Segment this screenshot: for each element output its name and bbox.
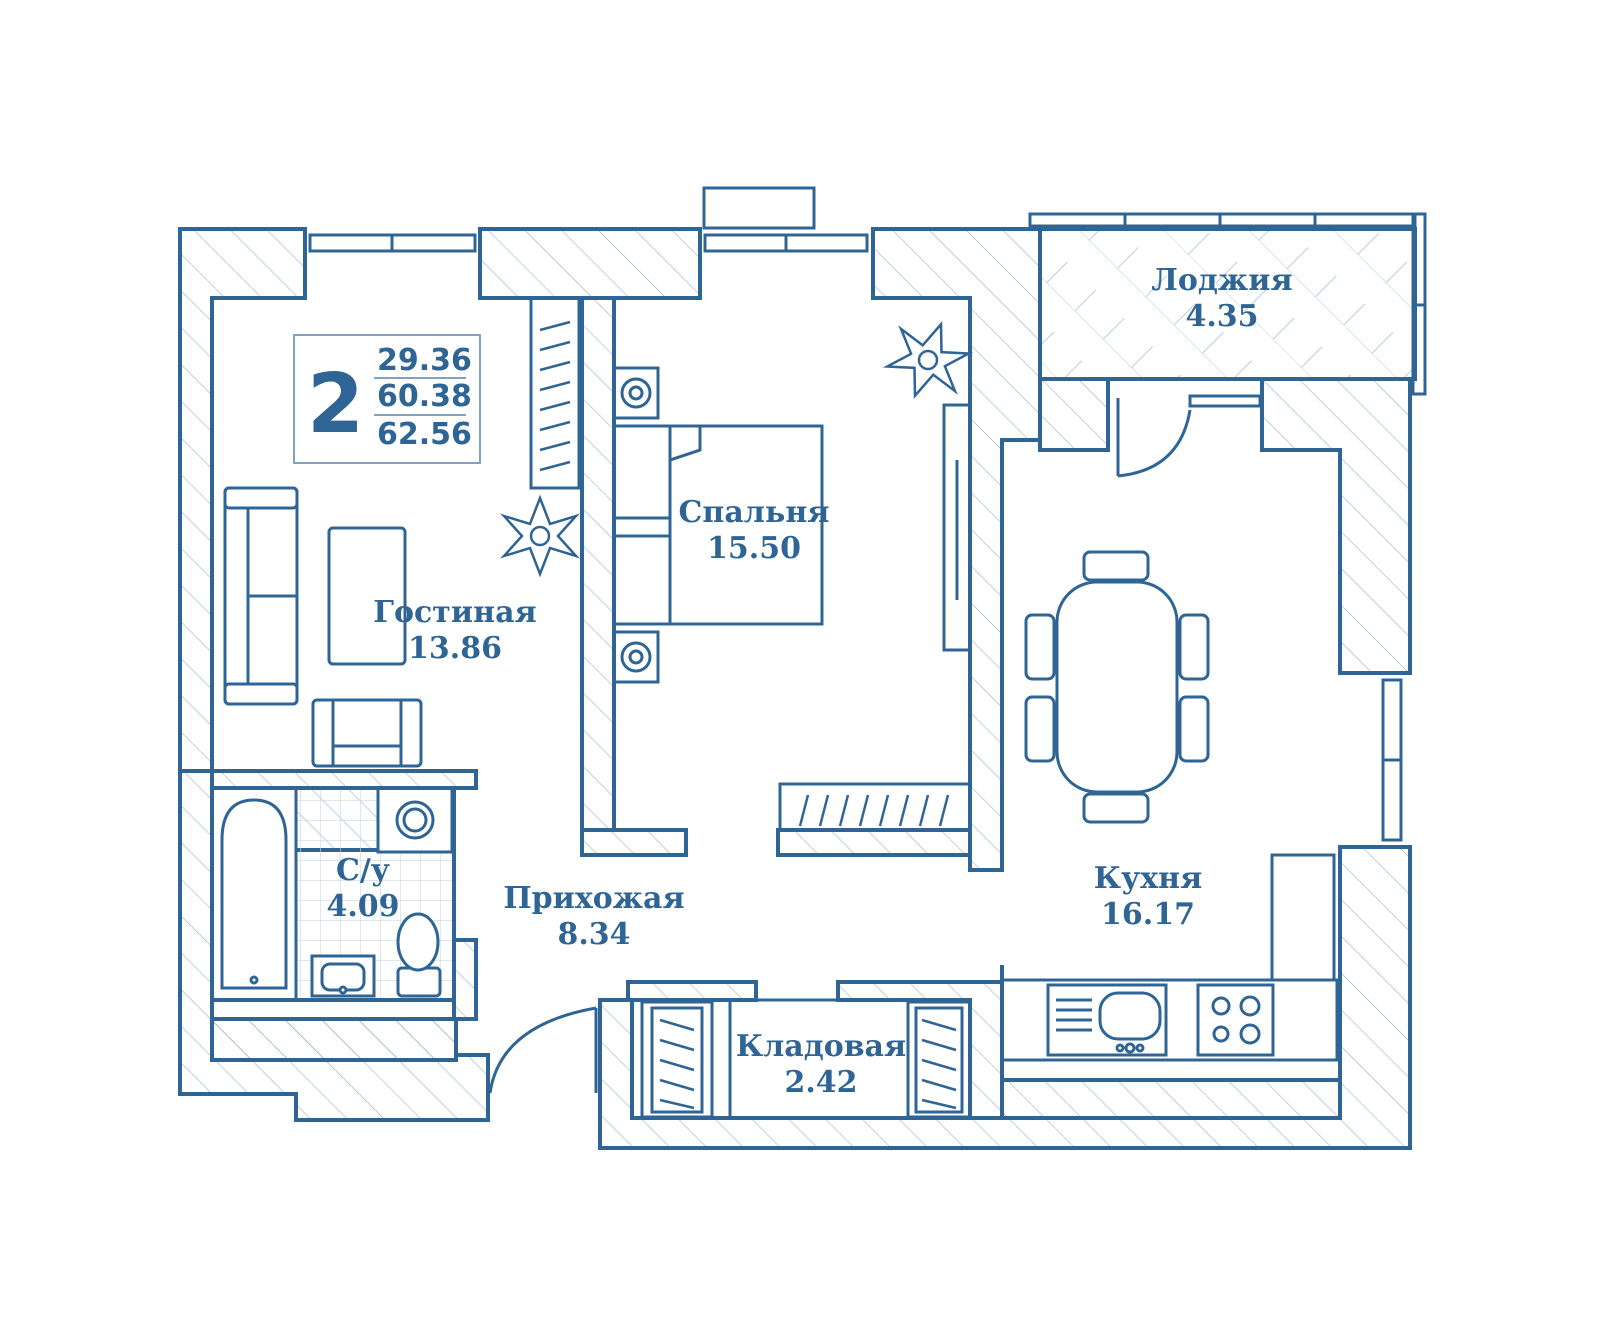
wall-partition-living-bedroom bbox=[580, 296, 616, 832]
room-name-living: Гостиная bbox=[373, 595, 536, 630]
storage-furniture bbox=[640, 998, 972, 1120]
stove-icon bbox=[1196, 983, 1275, 1057]
badge-total-area: 60.38 bbox=[377, 379, 472, 414]
room-area-hallway: 8.34 bbox=[557, 917, 630, 952]
wall-storage-top-left bbox=[626, 980, 758, 1002]
sofa-icon bbox=[223, 486, 299, 706]
bathroom bbox=[210, 786, 456, 1002]
room-area-bathroom: 4.09 bbox=[326, 889, 399, 924]
sink-icon bbox=[1046, 983, 1168, 1057]
badge-rooms: 2 bbox=[307, 357, 364, 452]
badge-area-with-loggia: 62.56 bbox=[377, 417, 472, 452]
doors bbox=[488, 398, 1192, 1094]
wall-bath-right bbox=[452, 938, 478, 1021]
room-area-bedroom: 15.50 bbox=[707, 531, 801, 566]
chair-icon bbox=[1024, 695, 1056, 763]
chair-icon bbox=[1082, 792, 1150, 824]
room-area-living: 13.86 bbox=[408, 631, 502, 666]
chair-icon bbox=[1024, 613, 1056, 681]
wall-top-center bbox=[478, 227, 702, 300]
door-icon bbox=[1117, 409, 1192, 478]
chair-icon bbox=[1082, 550, 1150, 582]
plant-icon bbox=[500, 494, 580, 578]
windows bbox=[308, 186, 1403, 842]
bathtub-icon bbox=[210, 786, 298, 1002]
apartment-badge: 2 29.36 60.38 62.56 bbox=[293, 334, 481, 464]
wall-bedroom-bottom-right bbox=[776, 828, 972, 857]
nightstand-icon bbox=[612, 630, 660, 684]
chimney bbox=[702, 186, 816, 230]
room-area-storage: 2.42 bbox=[784, 1065, 857, 1100]
room-name-hallway: Прихожая bbox=[503, 881, 684, 916]
table-icon bbox=[327, 526, 407, 666]
washing-machine-icon bbox=[376, 786, 454, 854]
room-area-kitchen: 16.17 bbox=[1101, 897, 1195, 932]
wardrobe-icon bbox=[529, 296, 581, 490]
chair-icon bbox=[1178, 613, 1210, 681]
room-area-loggia: 4.35 bbox=[1185, 299, 1258, 334]
wall-right-upper bbox=[1260, 377, 1412, 675]
table-icon bbox=[1055, 580, 1179, 794]
room-name-loggia: Лоджия bbox=[1151, 263, 1292, 298]
wall-living-bottom-bar bbox=[210, 1017, 458, 1062]
room-labels: Гостиная 13.86 Спальня 15.50 Лоджия 4.35… bbox=[326, 263, 1292, 1100]
bed-icon bbox=[612, 424, 824, 626]
window-icon bbox=[1028, 212, 1417, 228]
nightstand-icon bbox=[612, 366, 660, 420]
loggia bbox=[1028, 212, 1427, 396]
room-name-kitchen: Кухня bbox=[1094, 861, 1203, 896]
sink-icon bbox=[310, 954, 376, 998]
wall-kitchen-bottom bbox=[1000, 1078, 1342, 1120]
wardrobe-icon bbox=[778, 782, 972, 832]
toilet-icon bbox=[396, 912, 442, 998]
window-icon bbox=[1188, 394, 1262, 408]
room-name-bedroom: Спальня bbox=[679, 495, 830, 530]
door-icon bbox=[488, 1006, 597, 1094]
wardrobe-icon bbox=[942, 403, 972, 652]
wall-loggia-left bbox=[1038, 377, 1110, 452]
living-furniture bbox=[223, 296, 581, 768]
wardrobe-icon bbox=[640, 1000, 714, 1119]
room-name-storage: Кладовая bbox=[736, 1029, 906, 1064]
wall-left bbox=[178, 227, 307, 773]
plant-icon bbox=[882, 321, 974, 399]
wall-bedroom-bottom-left bbox=[580, 828, 688, 857]
kitchen-furniture bbox=[1000, 550, 1339, 1062]
bedroom-furniture bbox=[612, 366, 972, 832]
badge-living-area: 29.36 bbox=[377, 343, 472, 378]
armchair-icon bbox=[311, 698, 423, 768]
chair-icon bbox=[1178, 695, 1210, 763]
room-name-bathroom: С/у bbox=[336, 853, 390, 888]
